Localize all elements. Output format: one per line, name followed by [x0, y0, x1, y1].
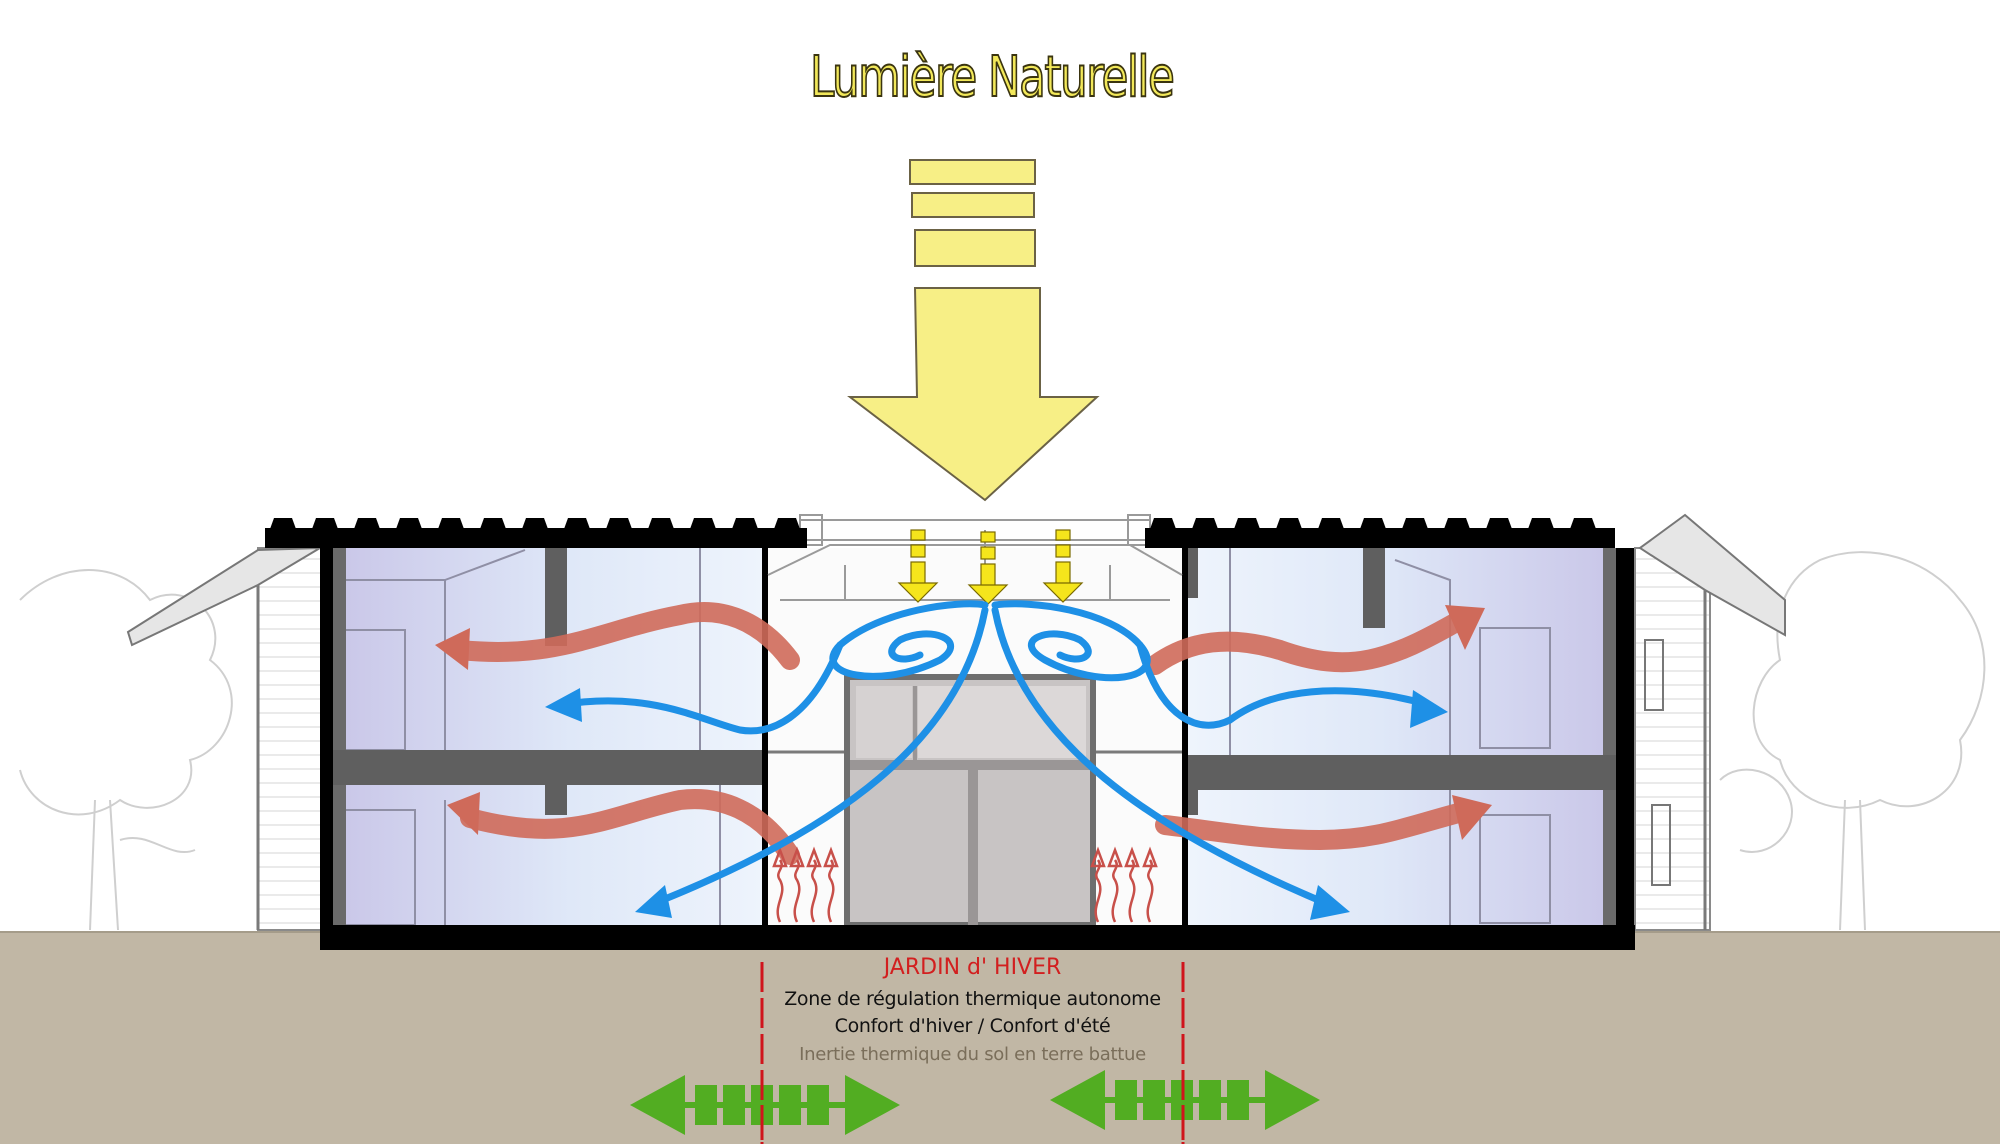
slab-left-lower-divider [545, 785, 567, 815]
wall-right-outer [1616, 548, 1634, 928]
roof-left [265, 528, 807, 548]
double-arrow-icon [1050, 1070, 1320, 1130]
airflow-arrow-left-upper [556, 641, 844, 735]
caption-heading: JARDIN d' HIVER [883, 955, 1062, 980]
tree-sketch-right [1719, 551, 1986, 931]
roof-corrugation [354, 518, 380, 529]
airflow-arrowhead [635, 885, 672, 918]
wall-left-atrium [762, 548, 768, 928]
roof-corrugation [396, 518, 422, 529]
airflow-spiral-left [829, 600, 989, 680]
roof-corrugation [1360, 518, 1386, 529]
roof-corrugation [1276, 518, 1302, 529]
caption-line-2: Confort d'hiver / Confort d'été [834, 1015, 1111, 1037]
slab-right-lower-divider [1188, 790, 1198, 815]
side-hut-left [126, 546, 324, 931]
heat-rise-arrowhead [806, 846, 822, 868]
roof-corrugation [1528, 518, 1554, 529]
natural-light-arrow-icon [847, 159, 1100, 502]
warm-air-arrowhead [447, 792, 480, 835]
slab-left-upper-divider [545, 548, 567, 646]
skylight-frame [767, 514, 1183, 601]
atrium [767, 514, 1183, 928]
slab-left-floor [333, 750, 765, 785]
roof-corrugation [690, 518, 716, 529]
roof-corrugation [438, 518, 464, 529]
heat-rise-arrowhead [789, 846, 805, 868]
heat-rise-arrowhead [1142, 846, 1158, 868]
airflow-arrowhead [1410, 690, 1448, 728]
airflow-arrowhead [1310, 885, 1350, 920]
hut-window-lower [1651, 804, 1671, 886]
airflow-arrow-left-lower [646, 606, 989, 909]
roof-corrugation [1318, 518, 1344, 529]
warm-air-arrow-left-upper [450, 602, 800, 670]
skylight-arrow-icon [967, 531, 1009, 605]
roof-corrugation [1402, 518, 1428, 529]
wall-right-inner [1603, 548, 1616, 925]
hut-window-upper [1644, 639, 1664, 711]
airflow-arrow-right-upper [1136, 641, 1434, 729]
heat-rise-arrowhead [1124, 846, 1140, 868]
roof-corrugation [1234, 518, 1260, 529]
airflow-spiral-right [991, 600, 1151, 682]
caption-line-3: Inertie thermique du sol en terre battue [799, 1044, 1146, 1065]
wall-right-stub [1188, 548, 1198, 598]
ground [0, 932, 2000, 1144]
airflow-arrows [545, 600, 1448, 920]
heat-rise-arrowhead [1107, 846, 1123, 868]
heat-rising-arrows [772, 846, 1158, 923]
caption-line-1: Zone de régulation thermique autonome [784, 988, 1161, 1010]
roof-corrugation [606, 518, 632, 529]
roof-corrugation [270, 518, 296, 529]
roof-right [1145, 528, 1615, 548]
roof-corrugation [312, 518, 338, 529]
heat-rise-arrowhead [823, 846, 839, 868]
skylight-light-arrows [897, 529, 1084, 605]
warm-air-arrows [435, 602, 1492, 865]
warm-air-arrowhead [1452, 795, 1492, 840]
warm-air-arrow-right-lower [1155, 800, 1480, 851]
side-hut-right [1634, 513, 1786, 931]
roof-corrugation [648, 518, 674, 529]
roof-corrugation [480, 518, 506, 529]
skylight-arrow-icon [1042, 529, 1084, 603]
wall-left-outer [320, 548, 333, 928]
roof [265, 518, 1615, 548]
central-glazed-door [844, 674, 1096, 928]
roof-corrugation [522, 518, 548, 529]
diagram-title: Lumière Naturelle [809, 44, 1175, 111]
roof-corrugation [774, 518, 800, 529]
skylight-arrow-icon [897, 529, 939, 603]
roof-corrugation [1150, 518, 1176, 529]
foundation-slab [320, 925, 1635, 950]
heat-rise-arrowhead [772, 846, 788, 868]
warm-air-arrow-left-lower [460, 789, 800, 865]
ground-exchange-arrows [630, 1070, 1320, 1135]
roof-corrugation [1486, 518, 1512, 529]
double-arrow-icon [630, 1075, 900, 1135]
roof-corrugation [1192, 518, 1218, 529]
slab-right-floor [1188, 755, 1616, 790]
airflow-arrowhead [545, 688, 582, 722]
warm-air-arrowhead [1445, 605, 1485, 650]
slab-right-upper-divider [1363, 548, 1385, 628]
room-right-lower [1188, 790, 1615, 925]
wall-right-atrium [1182, 548, 1188, 928]
wall-left-inner [333, 548, 346, 925]
warm-air-arrow-right-upper [1145, 610, 1470, 675]
roof-corrugation [1444, 518, 1470, 529]
roof-corrugation [1570, 518, 1596, 529]
roof-corrugation [564, 518, 590, 529]
warm-air-arrowhead [435, 628, 470, 670]
roof-corrugation [732, 518, 758, 529]
airflow-arrow-right-lower [991, 606, 1334, 909]
tree-sketch-left [19, 569, 233, 931]
heat-rise-arrowhead [1090, 846, 1106, 868]
